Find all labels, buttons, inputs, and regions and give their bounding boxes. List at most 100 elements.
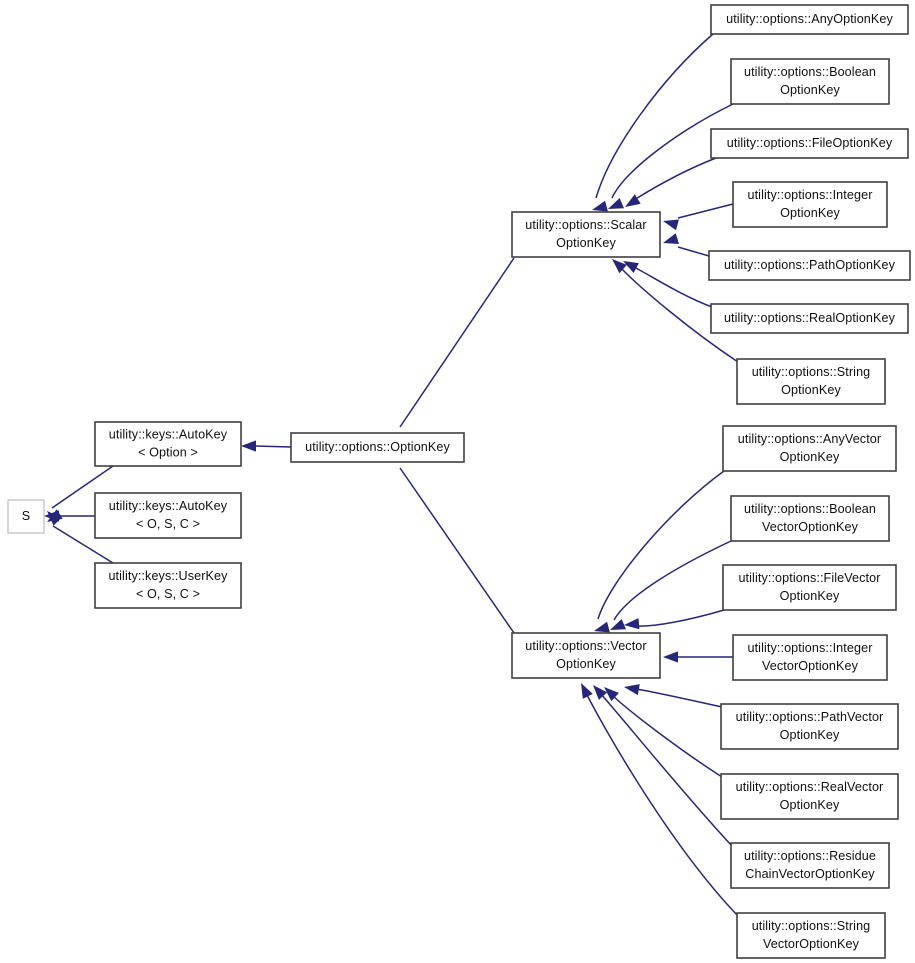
node-label-line: < O, S, C >: [136, 587, 200, 601]
edge-arrowhead: [604, 687, 619, 702]
node-box[interactable]: [710, 303, 909, 334]
node-label-line: utility::options::RealOptionKey: [724, 311, 896, 325]
node-box[interactable]: [94, 492, 242, 539]
edge-line: [595, 33, 714, 199]
edge-line: [611, 103, 734, 199]
node-label-line: utility::options::String: [752, 365, 871, 379]
node-label-line: utility::options::FileVector: [738, 571, 880, 585]
node-residue-chain-vector-optionkey[interactable]: utility::options::ResidueChainVectorOpti…: [730, 842, 890, 889]
node-label-line: utility::options::PathVector: [736, 710, 884, 724]
node-box[interactable]: [708, 250, 911, 281]
node-box[interactable]: [720, 703, 899, 750]
node-real-optionkey[interactable]: utility::options::RealOptionKey: [710, 303, 909, 334]
node-label-line: VectorOptionKey: [762, 659, 859, 673]
edge-line: [597, 470, 725, 620]
node-autokey-option[interactable]: utility::keys::AutoKey< Option >: [94, 421, 242, 467]
edge-arrowhead: [241, 440, 256, 452]
node-box[interactable]: [736, 358, 886, 405]
node-label-line: utility::keys::AutoKey: [109, 499, 228, 513]
node-any-optionkey[interactable]: utility::options::AnyOptionKey: [710, 4, 909, 35]
edge-arrowhead: [663, 651, 678, 663]
node-label-line: utility::keys::UserKey: [108, 569, 228, 583]
node-box[interactable]: [722, 425, 897, 472]
edge-path-optionkey-to-scalar-optionkey: [663, 233, 710, 257]
edge-file-vector-optionkey-to-vector-optionkey: [624, 609, 725, 630]
node-box[interactable]: [94, 562, 242, 609]
node-label-line: < Option >: [138, 445, 198, 459]
edge-arrowhead: [663, 219, 679, 231]
node-label-line: utility::keys::AutoKey: [109, 427, 228, 441]
edge-path-vector-optionkey-to-vector-optionkey: [624, 684, 723, 708]
edge-arrowhead: [581, 683, 593, 699]
node-box[interactable]: [730, 58, 890, 105]
edge-residue-chain-vector-optionkey-to-vector-optionkey: [593, 685, 733, 847]
node-label-line: utility::options::Scalar: [525, 218, 646, 232]
node-userkey-osc[interactable]: utility::keys::UserKey< O, S, C >: [94, 562, 242, 609]
edge-optionkey-to-autokey-option: [241, 440, 292, 452]
node-label-line: OptionKey: [780, 728, 840, 742]
node-label-line: OptionKey: [780, 589, 840, 603]
node-label-line: OptionKey: [781, 383, 841, 397]
edge-line: [631, 265, 713, 308]
node-box[interactable]: [732, 634, 888, 681]
node-box[interactable]: [710, 128, 909, 159]
edge-arrowhead: [594, 621, 610, 633]
node-vector-optionkey[interactable]: utility::options::VectorOptionKey: [511, 632, 661, 679]
node-box[interactable]: [290, 432, 465, 463]
node-autokey-osc[interactable]: utility::keys::AutoKey< O, S, C >: [94, 492, 242, 539]
node-label-line: utility::options::Vector: [525, 639, 646, 653]
node-box[interactable]: [730, 495, 890, 542]
node-label-line: utility::options::Integer: [747, 188, 872, 202]
node-box[interactable]: [511, 211, 661, 258]
edge-line: [613, 540, 732, 621]
edge-boolean-optionkey-to-scalar-optionkey: [608, 103, 734, 209]
edge-line: [677, 203, 734, 219]
edge-integer-vector-optionkey-to-vector-optionkey: [663, 651, 733, 663]
node-box[interactable]: [730, 842, 890, 889]
edge-arrowhead: [592, 200, 608, 212]
edge-integer-optionkey-to-scalar-optionkey: [663, 203, 734, 231]
edges-layer: [44, 33, 739, 917]
node-box[interactable]: [94, 421, 242, 467]
edge-line: [599, 692, 733, 847]
node-label-line: OptionKey: [780, 83, 840, 97]
edge-scalar-optionkey-to-optionkey: [396, 257, 515, 449]
node-box[interactable]: [736, 912, 886, 959]
node-label-line: utility::options::FileOptionKey: [727, 136, 893, 150]
edge-any-optionkey-to-scalar-optionkey: [592, 33, 714, 212]
node-optionkey[interactable]: utility::options::OptionKey: [290, 432, 465, 463]
edge-line: [51, 465, 114, 509]
edge-userkey-osc-to-s: [47, 509, 114, 564]
node-box[interactable]: [732, 181, 888, 228]
edge-arrowhead: [625, 194, 641, 207]
node-label-line: ChainVectorOptionKey: [745, 867, 875, 881]
node-label-line: < O, S, C >: [136, 517, 200, 531]
node-label-line: utility::options::AnyOptionKey: [726, 12, 893, 26]
node-s[interactable]: S: [7, 499, 45, 534]
edge-line: [635, 688, 723, 708]
node-label-line: OptionKey: [556, 236, 616, 250]
node-file-optionkey[interactable]: utility::options::FileOptionKey: [710, 128, 909, 159]
node-label-line: utility::options::OptionKey: [305, 440, 450, 454]
node-path-optionkey[interactable]: utility::options::PathOptionKey: [708, 250, 911, 281]
node-box[interactable]: [710, 4, 909, 35]
edge-arrowhead: [663, 233, 679, 244]
node-box[interactable]: [720, 773, 899, 820]
node-label-line: utility::options::Residue: [744, 849, 876, 863]
node-box[interactable]: [7, 499, 45, 534]
node-box[interactable]: [722, 564, 897, 611]
node-box[interactable]: [511, 632, 661, 679]
